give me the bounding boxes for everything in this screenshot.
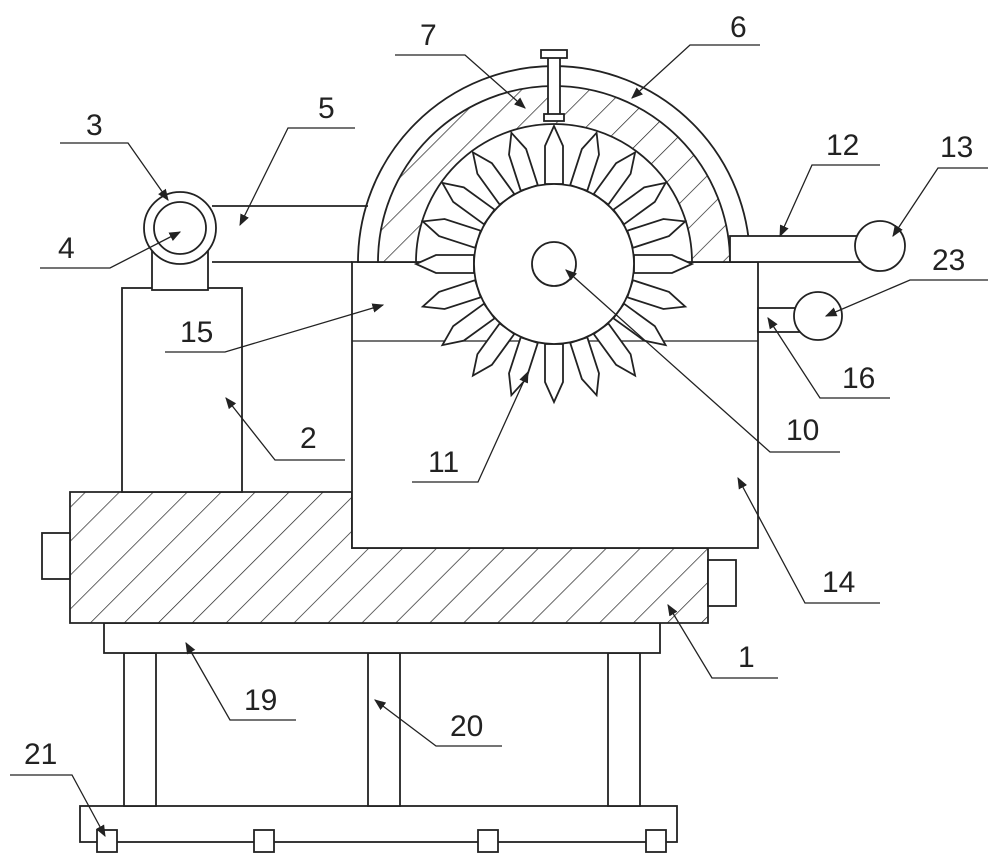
roller-shaft bbox=[531, 241, 577, 287]
motor bbox=[143, 191, 217, 291]
label-20: 20 bbox=[450, 710, 483, 743]
roller-teeth bbox=[413, 123, 695, 405]
label-4: 4 bbox=[58, 232, 75, 265]
label-3: 3 bbox=[86, 109, 103, 142]
label-1: 1 bbox=[738, 641, 755, 674]
label-15: 15 bbox=[180, 316, 213, 349]
label-11: 11 bbox=[428, 446, 459, 479]
label-5: 5 bbox=[318, 92, 335, 125]
inlet-pipe bbox=[212, 205, 368, 263]
label-2: 2 bbox=[300, 422, 317, 455]
drain-valve bbox=[757, 291, 843, 341]
mounting-plate bbox=[103, 622, 661, 654]
label-14: 14 bbox=[822, 566, 855, 599]
label-21: 21 bbox=[24, 738, 57, 771]
label-7: 7 bbox=[420, 19, 437, 52]
leader-lines bbox=[10, 44, 988, 838]
label-10: 10 bbox=[786, 414, 819, 447]
label-23: 23 bbox=[932, 244, 965, 277]
labels: 3 4 5 7 6 12 13 23 15 2 16 10 11 14 1 19… bbox=[24, 11, 973, 771]
support-column bbox=[121, 287, 243, 493]
label-19: 19 bbox=[244, 684, 277, 717]
support-legs bbox=[123, 652, 641, 807]
label-6: 6 bbox=[730, 11, 747, 44]
top-nozzle bbox=[540, 49, 568, 122]
toothed-roller bbox=[413, 123, 695, 405]
label-13: 13 bbox=[940, 131, 973, 164]
label-16: 16 bbox=[842, 362, 875, 395]
base-frame bbox=[79, 805, 678, 853]
label-12: 12 bbox=[826, 129, 859, 162]
